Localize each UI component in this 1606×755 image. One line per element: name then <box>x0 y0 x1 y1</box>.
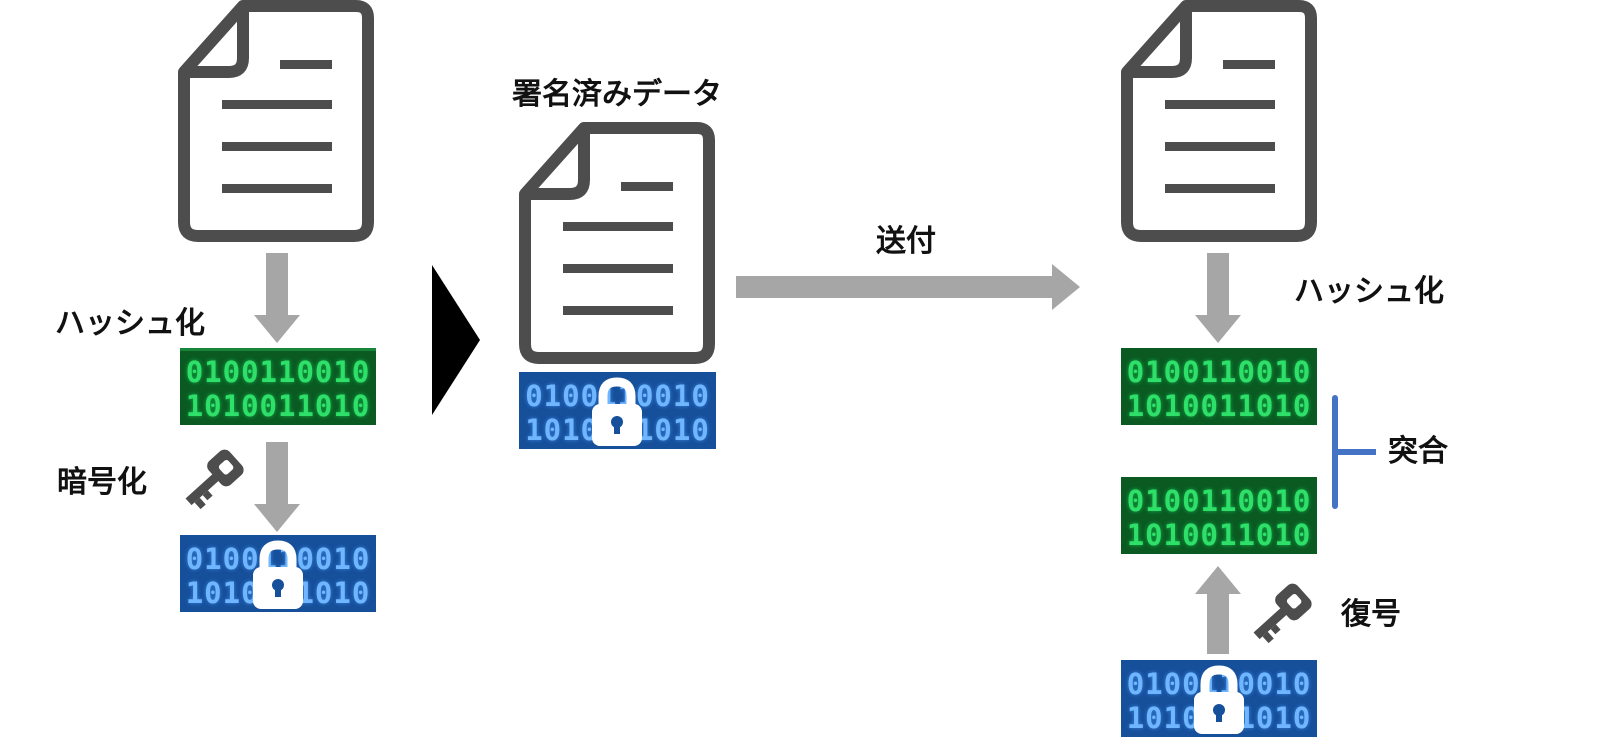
hash-block-computed: 0100110010 1010011010 <box>1121 348 1317 425</box>
key-icon-encrypt <box>178 446 246 514</box>
encrypt-label: 暗号化 <box>57 468 147 498</box>
arrow-right-send <box>736 264 1080 310</box>
signature-block-received: 0100110010 1010011010 <box>1121 660 1317 737</box>
binary-row-a: 0100110010 <box>180 358 376 387</box>
document-icon-signed <box>519 122 715 364</box>
arrow-up-decrypt <box>1195 566 1241 654</box>
compare-label: 突合 <box>1388 437 1448 467</box>
signed-data-label: 署名済みデータ <box>512 80 722 110</box>
hash-block-decrypted: 0100110010 1010011010 <box>1121 477 1317 554</box>
arrow-down-hash-right <box>1195 253 1241 343</box>
step-separator-triangle <box>432 265 480 415</box>
binary-row-a: 0100110010 <box>1121 358 1317 387</box>
lock-icon <box>1191 664 1247 736</box>
key-icon-decrypt <box>1246 580 1314 648</box>
lock-icon <box>250 539 306 611</box>
binary-row-b: 1010011010 <box>1121 392 1317 421</box>
document-icon-original <box>178 0 374 242</box>
compare-bracket <box>1330 393 1378 511</box>
binary-row-b: 1010011010 <box>180 392 376 421</box>
send-label: 送付 <box>876 227 936 257</box>
hash-left-label: ハッシュ化 <box>55 309 205 339</box>
arrow-down-encrypt <box>254 442 300 532</box>
hash-right-label: ハッシュ化 <box>1294 277 1444 307</box>
binary-row-b: 1010011010 <box>1121 521 1317 550</box>
hash-block-left: 0100110010 1010011010 <box>180 348 376 425</box>
signature-block: 0100110010 1010011010 <box>519 372 716 449</box>
encrypted-block-left: 0100110010 1010011010 <box>180 535 376 612</box>
arrow-down-hash-left <box>254 253 300 343</box>
lock-icon <box>589 376 645 448</box>
binary-row-a: 0100110010 <box>1121 487 1317 516</box>
decrypt-label: 復号 <box>1341 600 1401 630</box>
document-icon-received <box>1121 0 1317 242</box>
